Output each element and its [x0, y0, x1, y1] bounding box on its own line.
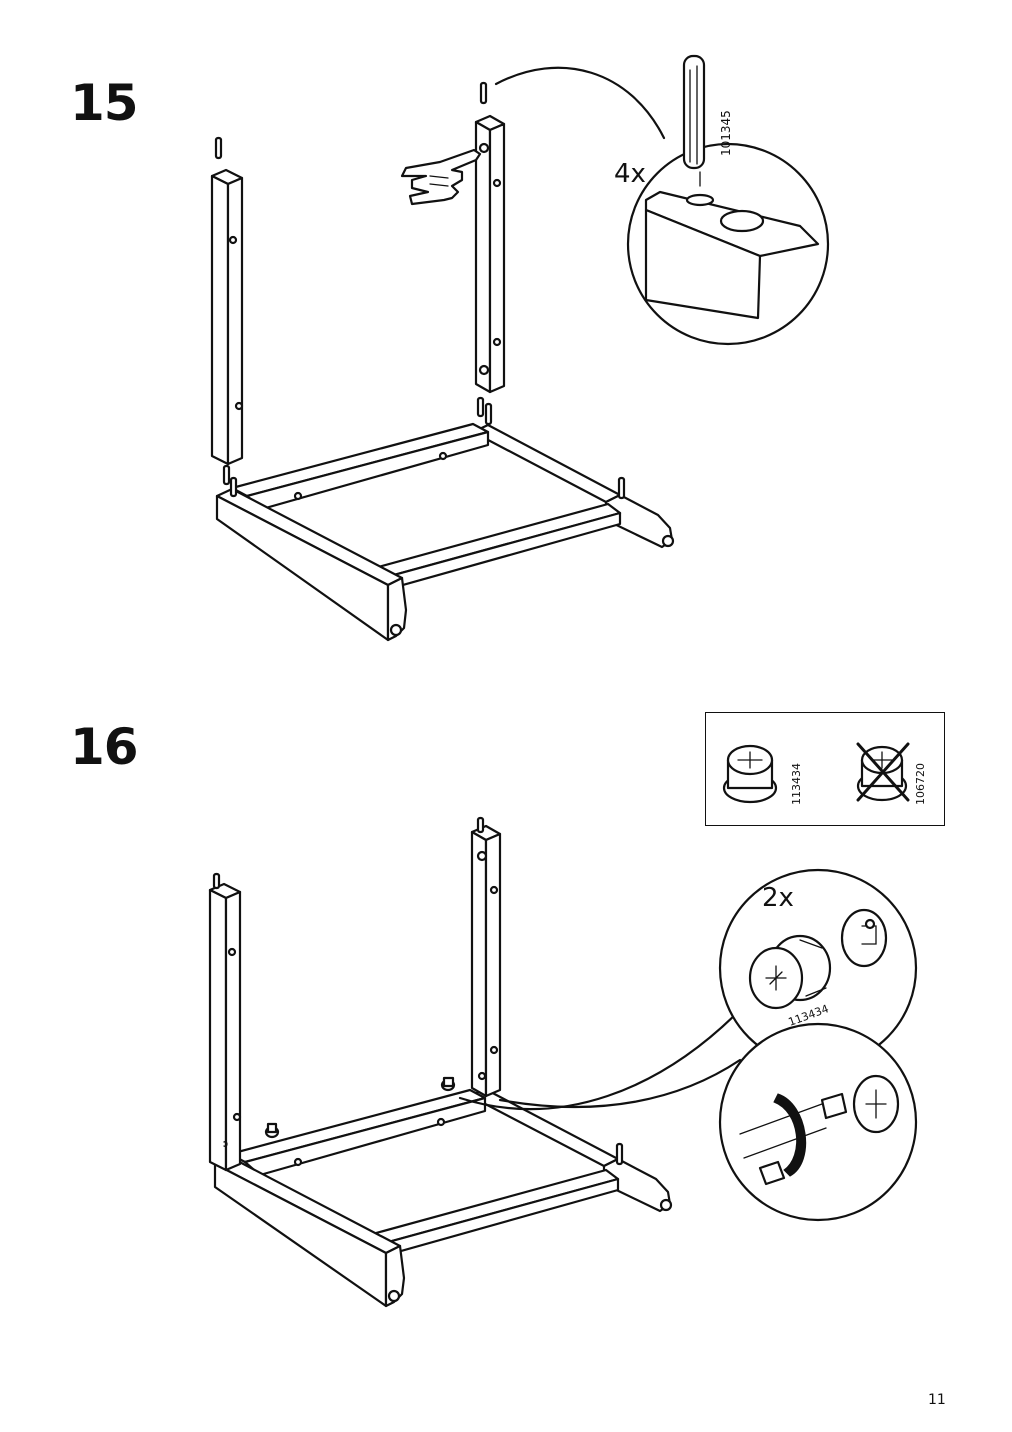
cam-lock-correct-icon — [722, 744, 778, 804]
leg-left-step15 — [210, 136, 244, 486]
dowel-part-number-label: 101345 — [719, 110, 733, 156]
cam-lock-legend-box — [705, 712, 945, 826]
frame-base-step16 — [213, 1087, 673, 1308]
page-number: 11 — [928, 1392, 946, 1408]
screwdriver-detail-circle — [718, 1022, 918, 1222]
detail-leader-line — [494, 66, 666, 140]
legend-wrong-part-number: 106720 — [914, 763, 927, 805]
cam-quantity-label: 2x — [762, 883, 794, 913]
cam-detail-leader-line — [458, 1008, 742, 1111]
rotate-arrow-icon — [773, 1093, 807, 1177]
dowel-quantity-label: 4x — [614, 159, 646, 189]
leg-left-step16 — [208, 872, 280, 1172]
step-16-number: 16 — [70, 718, 139, 776]
dowel-detail-circle — [626, 54, 830, 346]
leg-right-step15 — [474, 81, 506, 418]
leg-right-step16 — [440, 816, 502, 1098]
step-15-number: 15 — [70, 74, 139, 132]
cam-lock-detail-circle — [718, 868, 918, 1068]
cam-lock-wrong-icon — [856, 742, 910, 802]
frame-base-step15 — [215, 402, 675, 642]
legend-correct-part-number: 113434 — [790, 763, 803, 805]
pointing-hand-icon — [400, 148, 482, 206]
